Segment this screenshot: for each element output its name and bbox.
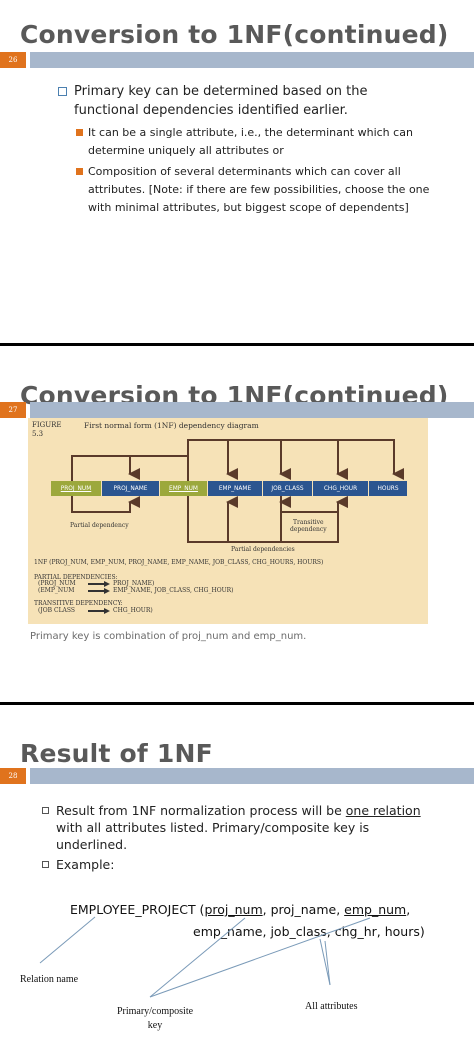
- bullet-result: Result from 1NF normalization process wi…: [42, 802, 436, 853]
- pk-emp-num: emp_num: [344, 902, 407, 917]
- one-relation-text: one relation: [345, 803, 421, 818]
- pd1-left: (PROJ_NUM: [38, 580, 76, 587]
- attr-emp-name: EMP_NAME: [207, 481, 262, 496]
- figure-caption: First normal form (1NF) dependency diagr…: [84, 421, 259, 430]
- td1-right: CHG_HOUR): [113, 607, 153, 614]
- slide-separator: [0, 343, 474, 346]
- bullet-primary-key: Primary key can be determined based on t…: [58, 82, 404, 120]
- header-bar: [30, 768, 474, 784]
- attr-hours: HOURS: [368, 481, 407, 496]
- slide-separator: [0, 702, 474, 705]
- partial-dependencies-label: Partial dependencies: [231, 546, 295, 553]
- partial-dependency-label: Partial dependency: [70, 522, 129, 529]
- slide-28: Result of 1NF 28 Result from 1NF normali…: [0, 705, 474, 1053]
- dependency-arrow-icons: [88, 581, 110, 614]
- attr-proj-name: PROJ_NAME: [101, 481, 159, 496]
- pk-proj-num: proj_num: [204, 902, 263, 917]
- annotation-all-attributes: All attributes: [305, 1001, 358, 1012]
- header-bar: [30, 52, 474, 68]
- figure-caption-text: Primary key is combination of proj_num a…: [30, 631, 307, 642]
- header-bar: [30, 402, 474, 418]
- pd2-left: (EMP_NUM: [38, 587, 75, 594]
- attr-chg-hour: CHG_HOUR: [312, 481, 368, 496]
- bullet-marker-icon: [58, 87, 67, 96]
- slide-title: Conversion to 1NF(continued): [20, 20, 449, 49]
- bullet-marker-icon: [42, 861, 49, 868]
- sub-bullet-single: It can be a single attribute, i.e., the …: [76, 124, 448, 160]
- slide-number: 26: [0, 52, 26, 68]
- annotation-primary-key: Primary/composite key: [116, 1006, 194, 1031]
- bullet-example: Example:: [42, 856, 256, 873]
- sub-bullet-composite: Composition of several determinants whic…: [76, 163, 448, 217]
- td1-left: (JOB CLASS: [38, 607, 76, 614]
- slide-26: Conversion to 1NF(continued) 26 Primary …: [0, 0, 474, 343]
- attribute-row: PROJ_NUM PROJ_NAME EMP_NUM EMP_NAME JOB_…: [50, 481, 407, 496]
- transitive-dependency-label: Transitive dependency: [290, 519, 327, 533]
- attr-job-class: JOB_CLASS: [262, 481, 312, 496]
- slide-number: 27: [0, 402, 26, 418]
- annotation-relation-name: Relation name: [20, 974, 79, 985]
- slide-title: Result of 1NF: [20, 739, 213, 768]
- pd2-right: EMP_NAME, JOB_CLASS, CHG_HOUR): [113, 587, 234, 594]
- example-line-1: EMPLOYEE_PROJECT (proj_num, proj_name, e…: [70, 902, 411, 917]
- annotation-lines: [39, 916, 371, 998]
- sub-bullet-marker-icon: [76, 168, 83, 175]
- figure-label: FIGURE 5.3: [32, 421, 62, 438]
- example-line-2: emp_name, job_class, chg_hr, hours): [193, 924, 425, 939]
- dependency-diagram-figure: FIGURE 5.3 First normal form (1NF) depen…: [28, 418, 428, 624]
- partial-header: PARTIAL DEPENDENCIES:: [34, 574, 118, 581]
- sub-bullet-marker-icon: [76, 129, 83, 136]
- dependency-arrows: [71, 439, 404, 543]
- attr-proj-num: PROJ_NUM: [50, 481, 101, 496]
- pd1-right: PROJ_NAME): [113, 580, 155, 587]
- attr-emp-num: EMP_NUM: [159, 481, 207, 496]
- bullet-marker-icon: [42, 807, 49, 814]
- nf-line: 1NF (PROJ_NUM, EMP_NUM, PROJ_NAME, EMP_N…: [34, 559, 324, 566]
- slide-number: 28: [0, 768, 26, 784]
- transitive-header: TRANSITIVE DEPENDENCY:: [34, 600, 123, 607]
